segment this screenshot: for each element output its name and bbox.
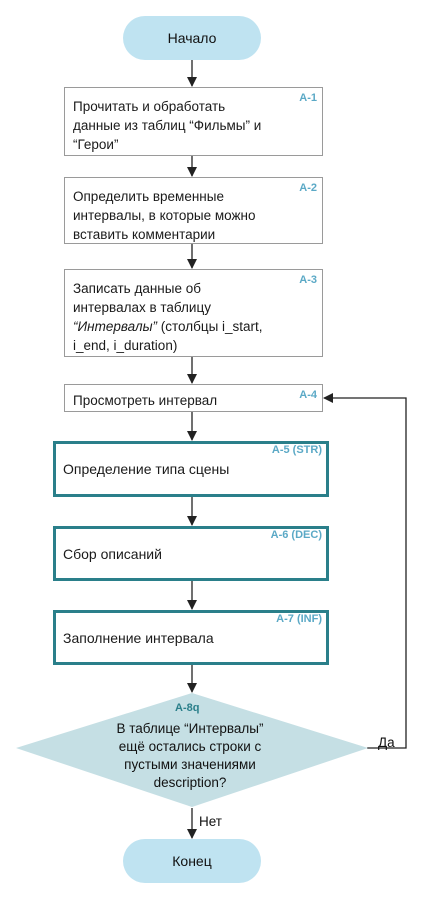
step-a2-line3: вставить комментарии <box>73 227 216 242</box>
step-a2-id: A-2 <box>299 182 317 194</box>
step-a3-text: Записать данные об интервалах в таблицу … <box>73 279 316 355</box>
no-label: Нет <box>199 814 222 829</box>
step-a3-line4: i_end, i_duration) <box>73 338 178 353</box>
step-a1-text: Прочитать и обработать данные из таблиц … <box>73 97 316 154</box>
step-a3-line1: Записать данные об <box>73 281 201 296</box>
step-a5-text: Определение типа сцены <box>63 461 230 477</box>
step-a5-id: A-5 (STR) <box>271 444 322 456</box>
step-a7: A-7 (INF) Заполнение интервала <box>53 610 329 665</box>
step-a5: A-5 (STR) Определение типа сцены <box>53 441 329 497</box>
decision-diamond <box>16 693 368 807</box>
step-a2-line1: Определить временные <box>73 189 224 204</box>
step-a6: A-6 (DEC) Сбор описаний <box>53 526 329 581</box>
step-a1: A-1 Прочитать и обработать данные из таб… <box>64 87 323 156</box>
step-a1-line3: “Герои” <box>73 137 119 152</box>
step-a3-id: A-3 <box>299 274 317 286</box>
decision-line1: В таблице “Интервалы” <box>116 721 264 736</box>
decision-line3: пустыми значениями <box>124 757 256 772</box>
step-a6-id: A-6 (DEC) <box>270 529 322 541</box>
table-name-italic: “Интервалы” <box>73 319 157 334</box>
end-label: Конец <box>172 853 212 869</box>
step-a2-text: Определить временные интервалы, в которы… <box>73 187 316 244</box>
step-a7-id: A-7 (INF) <box>276 613 322 625</box>
step-a3: A-3 Записать данные об интервалах в табл… <box>64 269 323 357</box>
step-a2: A-2 Определить временные интервалы, в ко… <box>64 177 323 244</box>
step-a3-line2: интервалах в таблицу <box>73 300 211 315</box>
decision-text: В таблице “Интервалы” ещё остались строк… <box>105 720 275 792</box>
step-a3-line3-rest: (столбцы i_start, <box>157 319 263 334</box>
step-a1-line2: данные из таблиц “Фильмы” и <box>73 118 262 133</box>
step-a2-line2: интервалы, в которые можно <box>73 208 256 223</box>
start-label: Начало <box>167 30 217 46</box>
end-terminal: Конец <box>123 839 261 883</box>
step-a4-text: Просмотреть интервал <box>73 393 218 408</box>
arrow-yes-loop <box>323 393 407 749</box>
step-a1-line1: Прочитать и обработать <box>73 99 226 114</box>
step-a7-text: Заполнение интервала <box>63 629 214 646</box>
step-a3-line3: “Интервалы” (столбцы i_start, <box>73 317 316 336</box>
decision-line4: description? <box>153 775 227 790</box>
start-terminal: Начало <box>123 16 261 60</box>
step-a4: A-4 Просмотреть интервал <box>64 384 323 412</box>
yes-label: Да <box>378 735 395 750</box>
decision-line2: ещё остались строки с <box>118 739 262 754</box>
step-a4-id: A-4 <box>299 389 317 401</box>
step-a1-id: A-1 <box>299 92 317 104</box>
step-a6-text: Сбор описаний <box>63 545 162 562</box>
decision-id: A-8q <box>175 702 200 714</box>
